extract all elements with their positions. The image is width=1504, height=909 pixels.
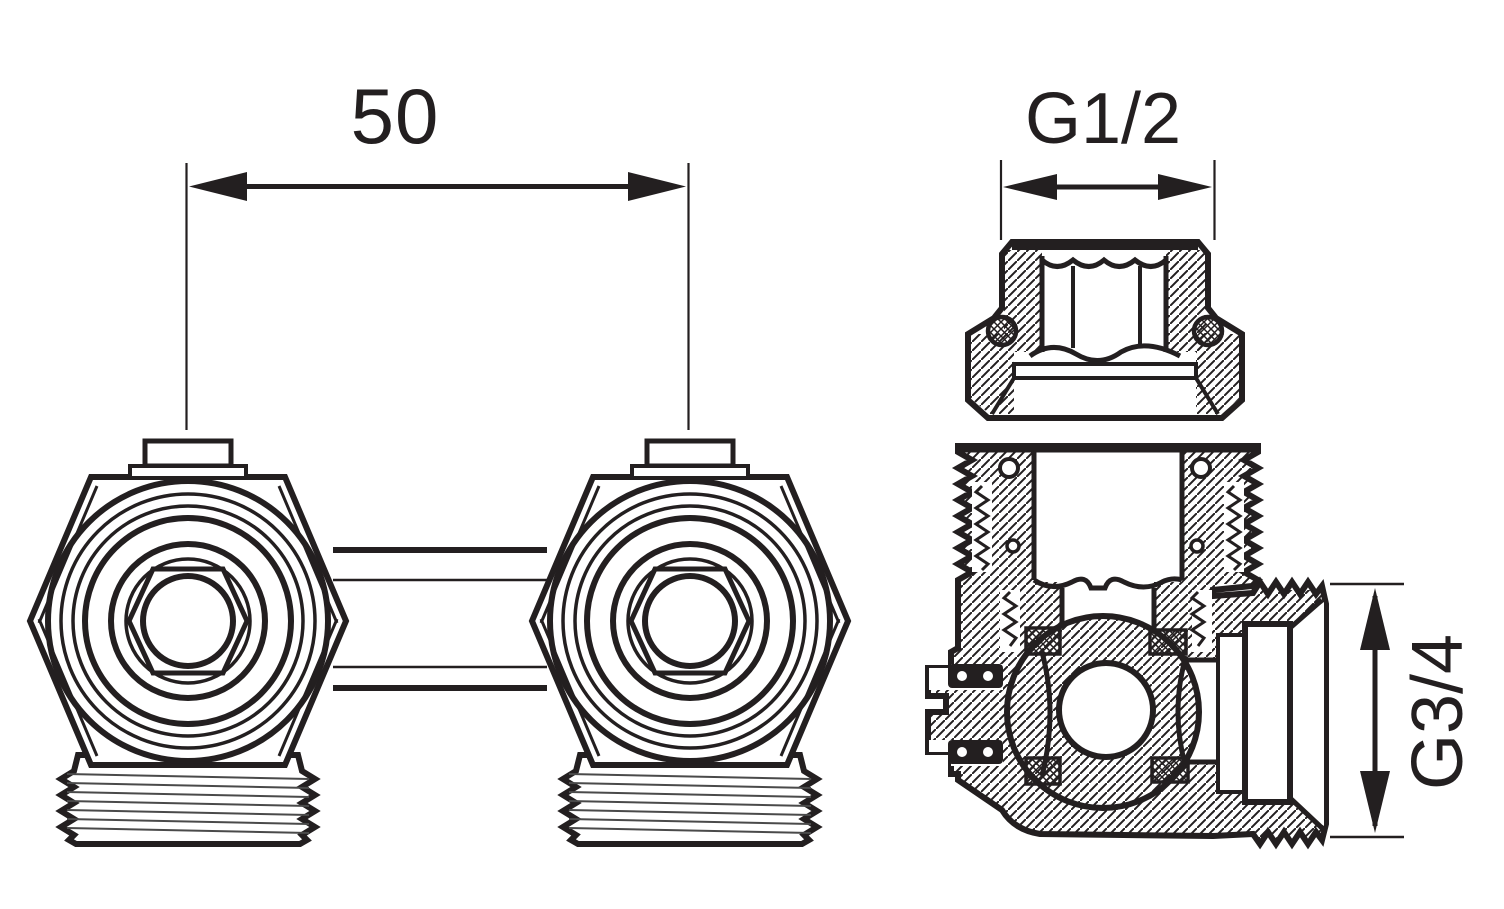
dimension-nut-thread (999, 160, 1216, 240)
dimension-label-center-distance: 50 (351, 72, 440, 160)
dimension-tail-thread (1330, 582, 1404, 839)
valve-body-section (925, 443, 1329, 850)
tail-connector (1216, 598, 1324, 830)
dimension-label-nut-thread: G1/2 (1025, 79, 1181, 159)
side-port (948, 664, 1003, 764)
union-nut-section (965, 239, 1245, 421)
front-view: 50 (30, 72, 848, 844)
spring-details (973, 484, 1243, 647)
dimension-center-distance (185, 163, 690, 430)
o-ring-left (985, 314, 1019, 348)
valve-body-left (30, 441, 346, 844)
connecting-bridge (333, 547, 547, 691)
o-ring-right (1191, 314, 1225, 348)
dimension-label-tail-thread: G3/4 (1398, 634, 1478, 790)
section-view: G1/2 G3/4 (925, 79, 1478, 850)
valve-body-right (532, 441, 848, 844)
